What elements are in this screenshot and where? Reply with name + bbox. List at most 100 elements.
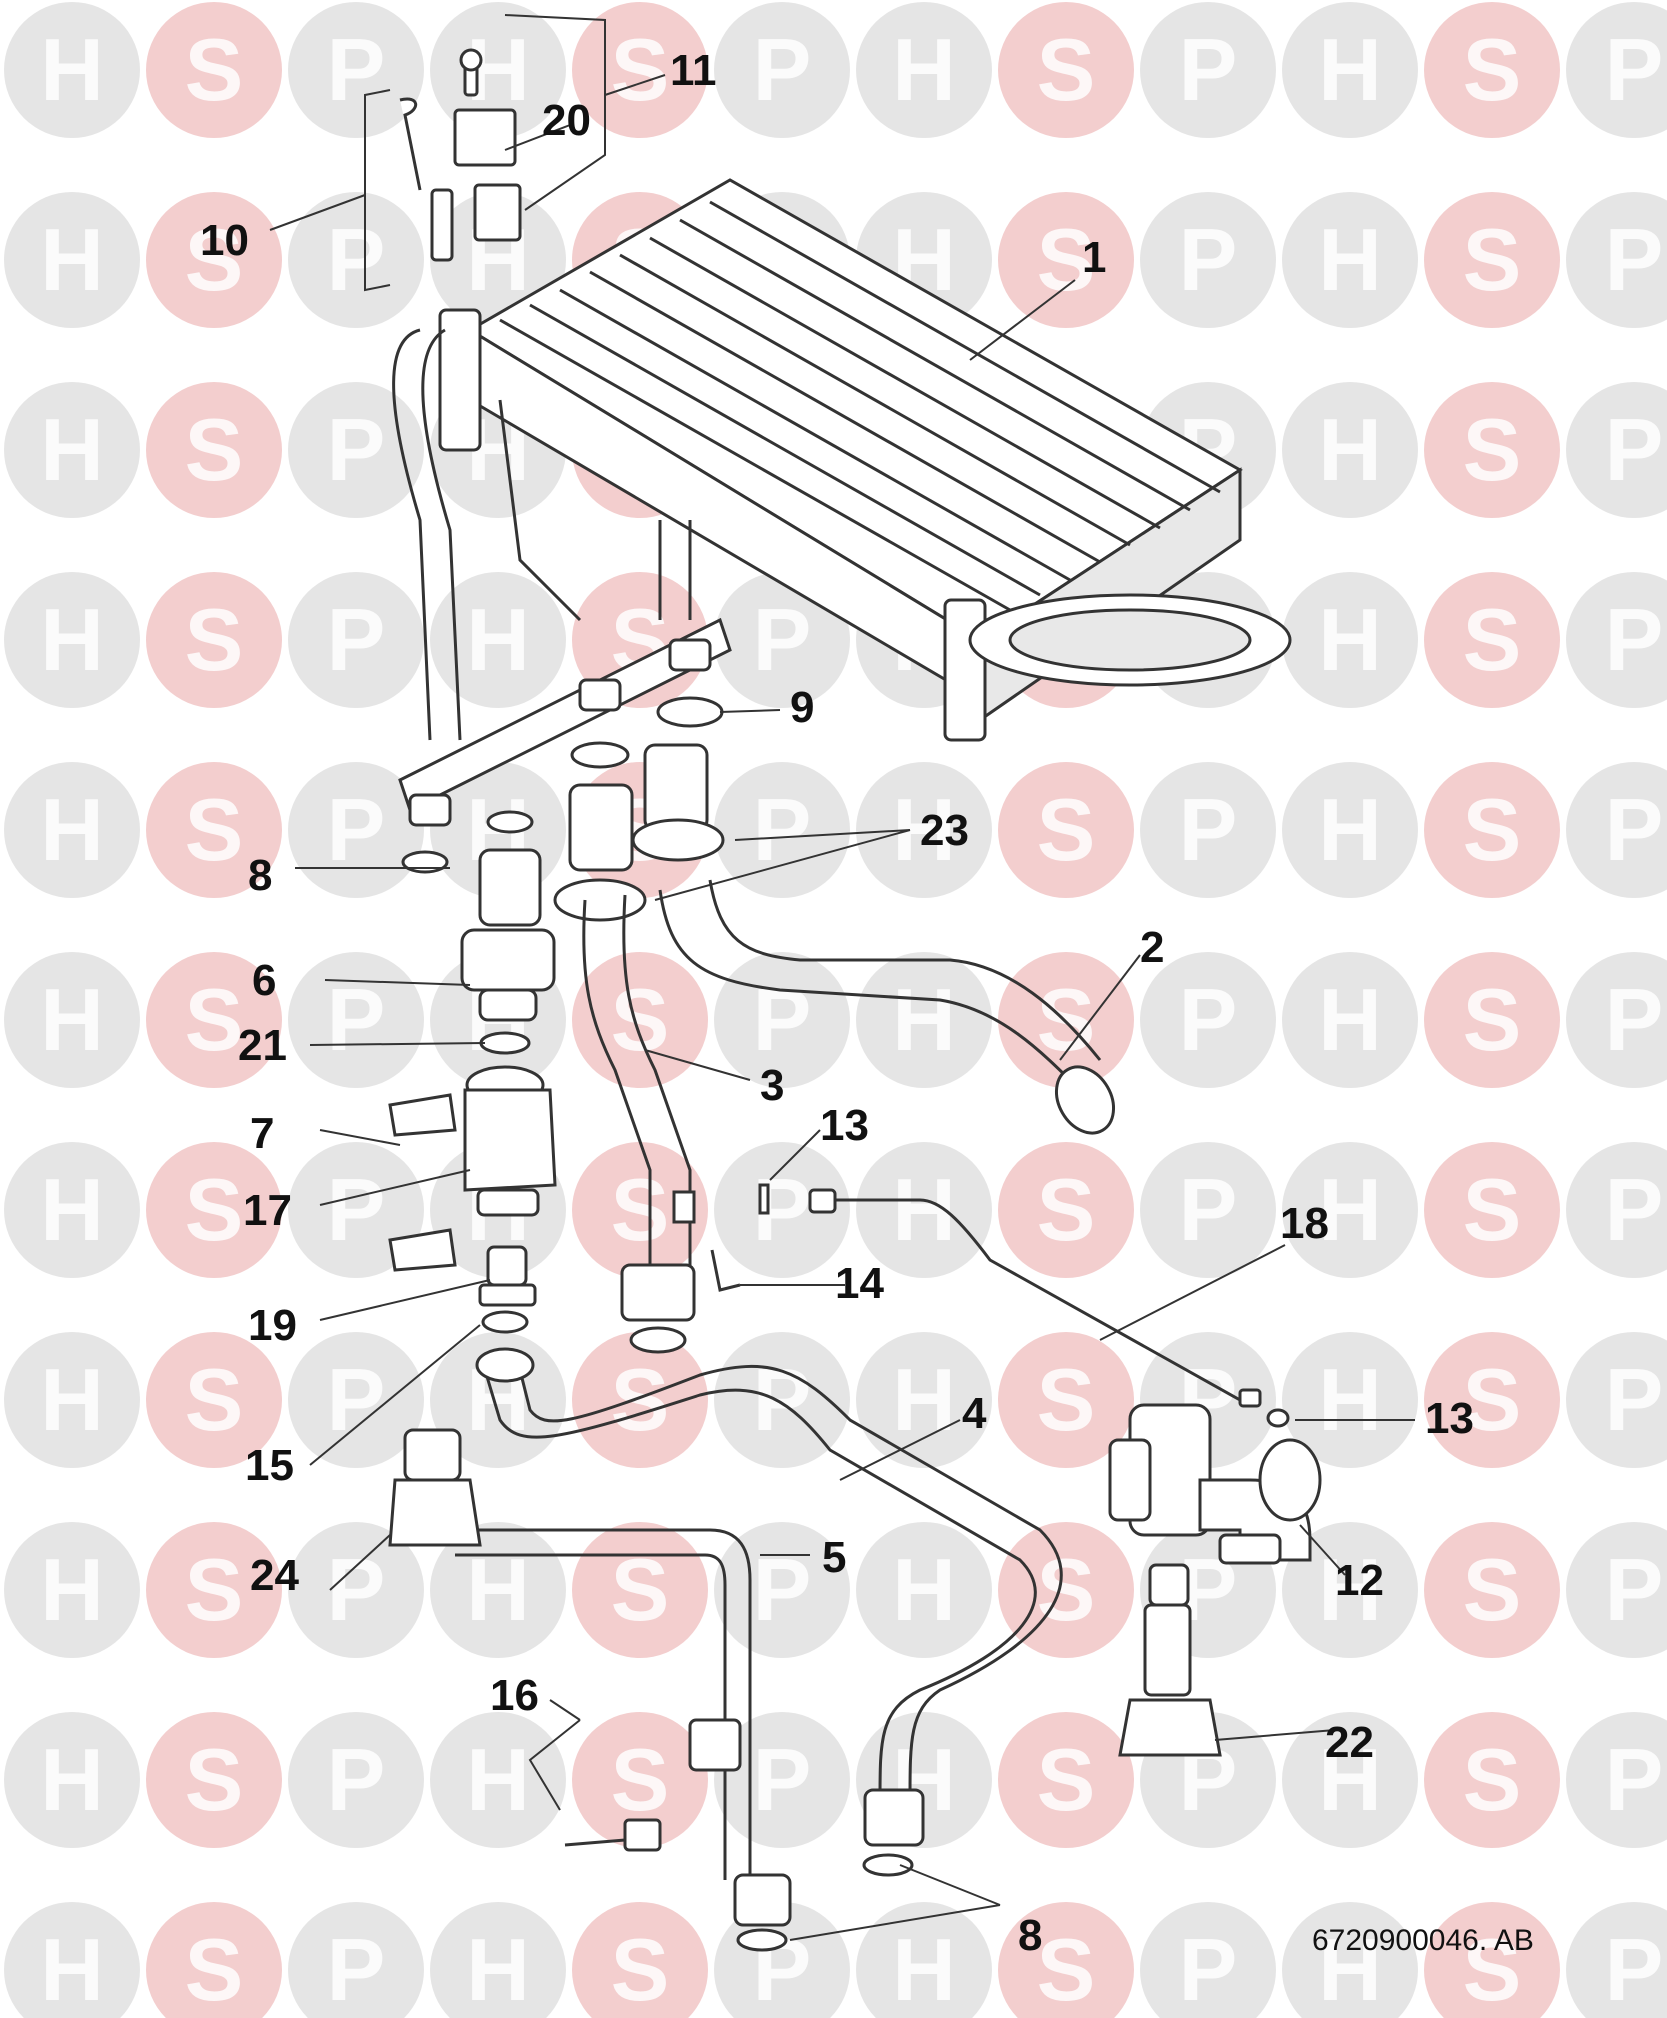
watermark-letter: S bbox=[1037, 1920, 1096, 2018]
pipe-4 bbox=[475, 1347, 1063, 1877]
watermark-letter: S bbox=[1037, 1540, 1096, 1639]
callout-16: 16 bbox=[490, 1671, 539, 1720]
watermark-letter: S bbox=[1463, 1730, 1522, 1829]
watermark-circle bbox=[998, 1332, 1134, 1468]
watermark-letter: S bbox=[611, 1160, 670, 1259]
watermark-circle bbox=[288, 1332, 424, 1468]
watermark-circle bbox=[4, 1522, 140, 1658]
watermark-letter: P bbox=[327, 1920, 386, 2018]
watermark-circle bbox=[714, 1142, 850, 1278]
watermark-circle bbox=[4, 192, 140, 328]
watermark-circle bbox=[856, 762, 992, 898]
watermark-circle bbox=[856, 1522, 992, 1658]
callout-8a: 8 bbox=[248, 851, 272, 900]
callout-4: 4 bbox=[962, 1389, 987, 1438]
watermark-circle bbox=[146, 762, 282, 898]
watermark-circle bbox=[1140, 952, 1276, 1088]
watermark-circle bbox=[4, 1142, 140, 1278]
watermark-letter: S bbox=[185, 1920, 244, 2018]
watermark-circle bbox=[4, 2, 140, 138]
watermark-letter: P bbox=[1605, 1920, 1664, 2018]
watermark-circle bbox=[288, 572, 424, 708]
watermark-letter: H bbox=[40, 590, 104, 689]
watermark-circle bbox=[4, 1902, 140, 2018]
watermark-letter: S bbox=[1463, 590, 1522, 689]
watermark-letter: P bbox=[753, 1730, 812, 1829]
watermark-circle bbox=[714, 2, 850, 138]
watermark-letter: P bbox=[327, 1160, 386, 1259]
watermark-circle bbox=[1566, 1712, 1667, 1848]
watermark-letter: P bbox=[753, 1540, 812, 1639]
watermark-circle bbox=[1424, 762, 1560, 898]
watermark-letter: H bbox=[40, 780, 104, 879]
watermark-letter: H bbox=[1318, 1920, 1382, 2018]
watermark-circle bbox=[856, 1902, 992, 2018]
watermark-circle bbox=[146, 1902, 282, 2018]
watermark-letter: H bbox=[1318, 780, 1382, 879]
watermark-circle bbox=[1282, 952, 1418, 1088]
watermark-circle bbox=[1424, 1902, 1560, 2018]
watermark-circle bbox=[572, 1332, 708, 1468]
watermark-circle bbox=[430, 1712, 566, 1848]
watermark-letter: P bbox=[1605, 780, 1664, 879]
watermark-circle bbox=[1282, 192, 1418, 328]
watermark-circle bbox=[430, 572, 566, 708]
watermark-letter: P bbox=[1605, 210, 1664, 309]
callout-17: 17 bbox=[243, 1186, 292, 1235]
watermark-circle bbox=[146, 192, 282, 328]
watermark-letter: S bbox=[1463, 1540, 1522, 1639]
watermark-letter: H bbox=[1318, 210, 1382, 309]
watermark-circle bbox=[146, 1522, 282, 1658]
watermark-letter: P bbox=[1179, 20, 1238, 119]
watermark-circle bbox=[4, 762, 140, 898]
watermark-letter: S bbox=[185, 1730, 244, 1829]
watermark-circle bbox=[1140, 192, 1276, 328]
watermark-circle bbox=[146, 1332, 282, 1468]
watermark-letter: S bbox=[1037, 210, 1096, 309]
watermark-circle bbox=[288, 382, 424, 518]
watermark-letter: S bbox=[185, 590, 244, 689]
watermark-circle bbox=[1282, 572, 1418, 708]
watermark-letter: P bbox=[327, 1350, 386, 1449]
callout-8b: 8 bbox=[1018, 1911, 1042, 1960]
watermark-letter: P bbox=[1605, 1350, 1664, 1449]
watermark-circle bbox=[1424, 1332, 1560, 1468]
watermark-circle bbox=[288, 952, 424, 1088]
watermark-letter: H bbox=[1318, 1730, 1382, 1829]
watermark-letter: P bbox=[1605, 400, 1664, 499]
watermark-circle bbox=[998, 2, 1134, 138]
watermark-letter: H bbox=[40, 1350, 104, 1449]
watermark-letter: P bbox=[1605, 1540, 1664, 1639]
valve-12 bbox=[1108, 1403, 1322, 1565]
watermark-letter: H bbox=[466, 1730, 530, 1829]
callout-10: 10 bbox=[200, 216, 249, 265]
watermark-circle bbox=[146, 952, 282, 1088]
callout-13a: 13 bbox=[820, 1101, 869, 1150]
callout-labels: 1 2 3 4 5 6 7 8 8 9 10 11 12 13 13 14 15… bbox=[200, 46, 1474, 1960]
watermark-circle bbox=[1566, 192, 1667, 328]
watermark-circle bbox=[998, 1142, 1134, 1278]
watermark-letter: S bbox=[1463, 400, 1522, 499]
watermark-circle bbox=[288, 1712, 424, 1848]
watermark-letter: S bbox=[185, 970, 244, 1069]
diagram-reference-code: 6720900046. AB bbox=[1312, 1924, 1534, 1957]
watermark-circle bbox=[1566, 1332, 1667, 1468]
watermark-circle bbox=[1424, 1522, 1560, 1658]
watermark-circle bbox=[4, 952, 140, 1088]
callout-21: 21 bbox=[238, 1021, 287, 1070]
watermark-circle bbox=[288, 192, 424, 328]
watermark-letter: S bbox=[1463, 1350, 1522, 1449]
callout-15: 15 bbox=[245, 1441, 294, 1490]
watermark-circle bbox=[4, 572, 140, 708]
watermark-circle bbox=[856, 952, 992, 1088]
watermark-circle bbox=[4, 1332, 140, 1468]
watermark-letter: H bbox=[1318, 400, 1382, 499]
watermark-circle bbox=[1140, 1142, 1276, 1278]
watermark-letter: S bbox=[1037, 780, 1096, 879]
watermark-letter: H bbox=[40, 1920, 104, 2018]
watermark-letter: P bbox=[327, 210, 386, 309]
watermark-letter: P bbox=[1179, 1160, 1238, 1259]
watermark-letter: P bbox=[1605, 1160, 1664, 1259]
watermark-letter: S bbox=[611, 1730, 670, 1829]
watermark-circle bbox=[1282, 382, 1418, 518]
